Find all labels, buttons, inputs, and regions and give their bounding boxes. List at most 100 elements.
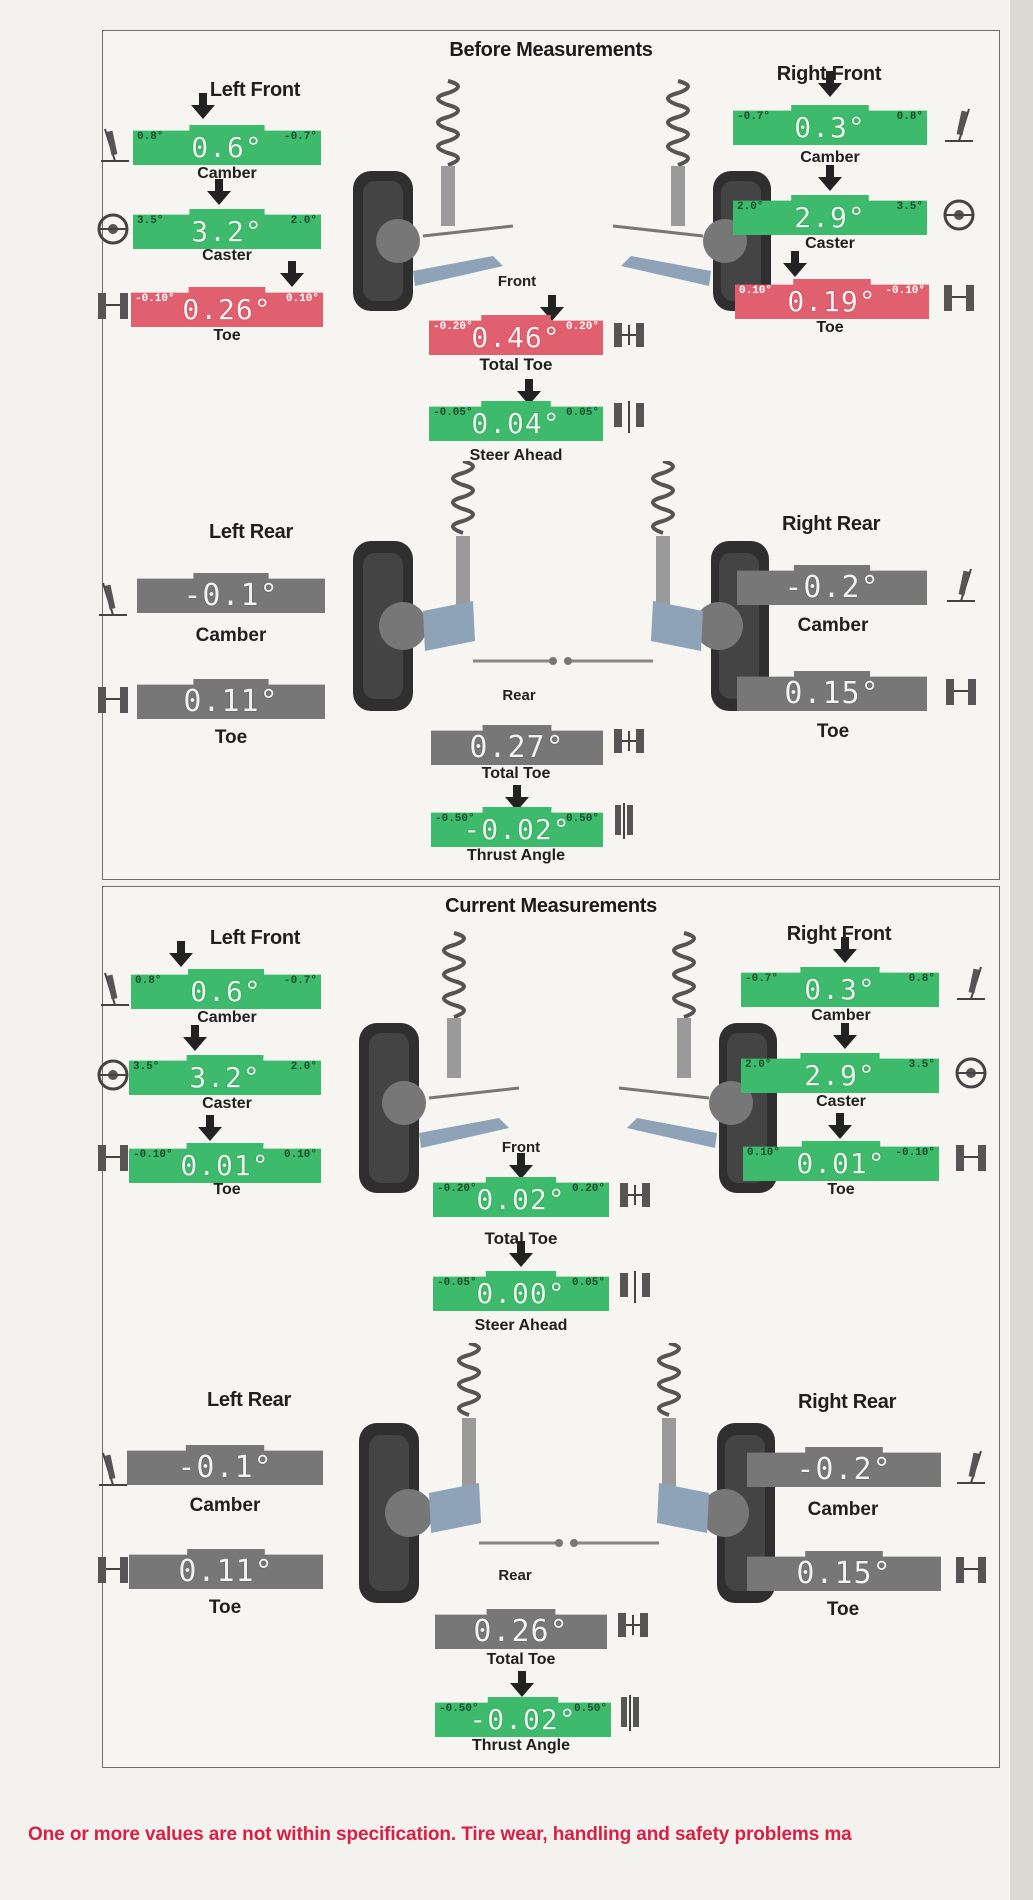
steer-ahead-gauge: -0.05° 0.05° 0.00° xyxy=(433,1271,609,1315)
rf-camber-value: 0.3° xyxy=(794,111,866,144)
rf-toe-gauge: 0.10° -0.10° 0.01° xyxy=(743,1141,939,1185)
camber-icon xyxy=(99,582,127,616)
rf-caster-value: 2.9° xyxy=(794,201,866,234)
total-toe-label: Total Toe xyxy=(479,355,553,374)
left-front-label: Left Front xyxy=(209,79,301,101)
rr-camber-value: -0.2° xyxy=(796,1452,892,1487)
rf-toe-value: 0.19° xyxy=(787,285,877,318)
caster-icon xyxy=(955,1057,987,1089)
thrust-angle-value: -0.02° xyxy=(469,1703,577,1736)
lf-caster-gauge: 3.5° 2.0° 3.2° xyxy=(129,1055,321,1099)
lr-camber-gauge: -0.1° xyxy=(137,573,325,617)
left-rear-label: Left Rear xyxy=(207,1389,291,1411)
lf-toe-label: Toe xyxy=(213,1181,241,1198)
lf-caster-max: 2.0° xyxy=(290,215,317,227)
rf-caster-indicator-arrow xyxy=(833,1023,857,1049)
rf-camber-max: 0.8° xyxy=(908,973,935,985)
total-toe-value: 0.46° xyxy=(471,321,561,354)
thrust-angle-indicator-arrow xyxy=(510,1671,534,1697)
camber-icon xyxy=(101,128,129,162)
steer-ahead-gauge: -0.05° 0.05° 0.04° xyxy=(429,401,603,445)
lf-caster-min: 3.5° xyxy=(137,215,164,227)
thrust-angle-min: -0.50° xyxy=(439,1703,479,1715)
lf-camber-value: 0.6° xyxy=(191,131,263,164)
steer-ahead-min: -0.05° xyxy=(433,407,473,419)
rf-caster-min: 2.0° xyxy=(737,201,764,213)
caster-icon xyxy=(943,199,975,231)
steer-ahead-icon xyxy=(620,1271,650,1303)
rr-toe-gauge: 0.15° xyxy=(747,1551,941,1595)
steer-ahead-label: Steer Ahead xyxy=(474,1317,568,1334)
caster-icon xyxy=(97,1059,129,1091)
rr-camber-label: Camber xyxy=(807,1499,879,1520)
right-rear-label: Right Rear xyxy=(797,1391,897,1413)
rf-toe-value: 0.01° xyxy=(796,1147,886,1180)
lf-caster-indicator-arrow xyxy=(183,1025,207,1051)
toe-icon xyxy=(98,293,128,319)
lf-caster-value: 3.2° xyxy=(191,215,263,248)
lf-camber-value: 0.6° xyxy=(190,975,262,1008)
out-of-spec-warning: One or more values are not within specif… xyxy=(28,1824,852,1845)
rr-toe-label: Toe xyxy=(816,721,850,742)
lf-camber-indicator-arrow xyxy=(191,93,215,119)
lr-camber-label: Camber xyxy=(189,1495,261,1516)
rf-toe-indicator-arrow xyxy=(828,1113,852,1139)
lf-camber-max: -0.7° xyxy=(283,131,317,143)
lf-toe-gauge: -0.10° 0.10° 0.26° xyxy=(131,287,323,331)
lr-camber-value: -0.1° xyxy=(183,578,279,613)
toe-icon xyxy=(98,1557,128,1583)
lf-camber-gauge: 0.8° -0.7° 0.6° xyxy=(131,969,321,1013)
rf-toe-indicator-arrow xyxy=(783,251,807,277)
total-toe-min: -0.20° xyxy=(433,321,473,333)
lf-caster-label: Caster xyxy=(202,247,252,264)
rf-caster-gauge: 2.0° 3.5° 2.9° xyxy=(733,195,927,239)
rear-axle-label: Rear xyxy=(502,687,536,704)
lr-camber-gauge: -0.1° xyxy=(127,1445,323,1489)
page-edge xyxy=(1010,0,1033,1900)
lf-caster-label: Caster xyxy=(202,1095,252,1112)
rf-caster-max: 3.5° xyxy=(908,1059,935,1071)
lr-toe-label: Toe xyxy=(214,727,248,748)
steer-ahead-min: -0.05° xyxy=(437,1277,477,1289)
rf-caster-min: 2.0° xyxy=(745,1059,772,1071)
lf-toe-min: -0.10° xyxy=(135,293,175,305)
before-measurements-panel: Before Measurements Left Front Right Fro… xyxy=(97,30,1000,880)
lf-caster-max: 2.0° xyxy=(290,1061,317,1073)
lf-caster-gauge: 3.5° 2.0° 3.2° xyxy=(133,209,321,253)
lf-toe-gauge: -0.10° 0.10° 0.01° xyxy=(129,1143,321,1187)
camber-icon xyxy=(99,1452,127,1486)
thrust-angle-icon xyxy=(615,803,633,839)
lr-toe-value: 0.11° xyxy=(178,1554,274,1589)
lf-toe-indicator-arrow xyxy=(198,1115,222,1141)
rr-camber-gauge: -0.2° xyxy=(737,565,927,609)
lf-toe-max: 0.10° xyxy=(285,293,319,305)
rr-camber-value: -0.2° xyxy=(784,570,880,605)
total-toe-value: 0.02° xyxy=(476,1183,566,1216)
thrust-angle-gauge: -0.50° 0.50° -0.02° xyxy=(435,1697,611,1741)
front-total-toe-gauge: -0.20° 0.20° 0.02° xyxy=(433,1177,609,1221)
lr-camber-value: -0.1° xyxy=(177,1450,273,1485)
lf-toe-value: 0.26° xyxy=(182,293,272,326)
rr-camber-label: Camber xyxy=(797,615,869,636)
rr-camber-gauge: -0.2° xyxy=(747,1447,941,1491)
lf-camber-indicator-arrow xyxy=(169,941,193,967)
toe-icon xyxy=(956,1557,986,1583)
panel-title: Current Measurements xyxy=(445,895,657,917)
caster-icon xyxy=(97,213,129,245)
rear-total-toe-value: 0.27° xyxy=(469,730,565,765)
rf-toe-label: Toe xyxy=(827,1181,855,1198)
rf-toe-max: -0.10° xyxy=(885,285,925,297)
right-rear-label: Right Rear xyxy=(781,513,881,535)
rear-total-toe-gauge: 0.26° xyxy=(435,1609,607,1653)
rr-toe-value: 0.15° xyxy=(796,1556,892,1591)
front-axle-label: Front xyxy=(497,273,537,290)
rf-camber-min: -0.7° xyxy=(745,973,779,985)
rf-camber-indicator-arrow xyxy=(833,937,857,963)
toe-icon xyxy=(946,679,976,705)
total-toe-label: Total Toe xyxy=(484,1229,558,1248)
lr-toe-gauge: 0.11° xyxy=(129,1549,323,1593)
lf-camber-min: 0.8° xyxy=(137,131,164,143)
rf-camber-max: 0.8° xyxy=(896,111,923,123)
steer-ahead-max: 0.05° xyxy=(565,407,599,419)
rf-camber-indicator-arrow xyxy=(818,71,842,97)
